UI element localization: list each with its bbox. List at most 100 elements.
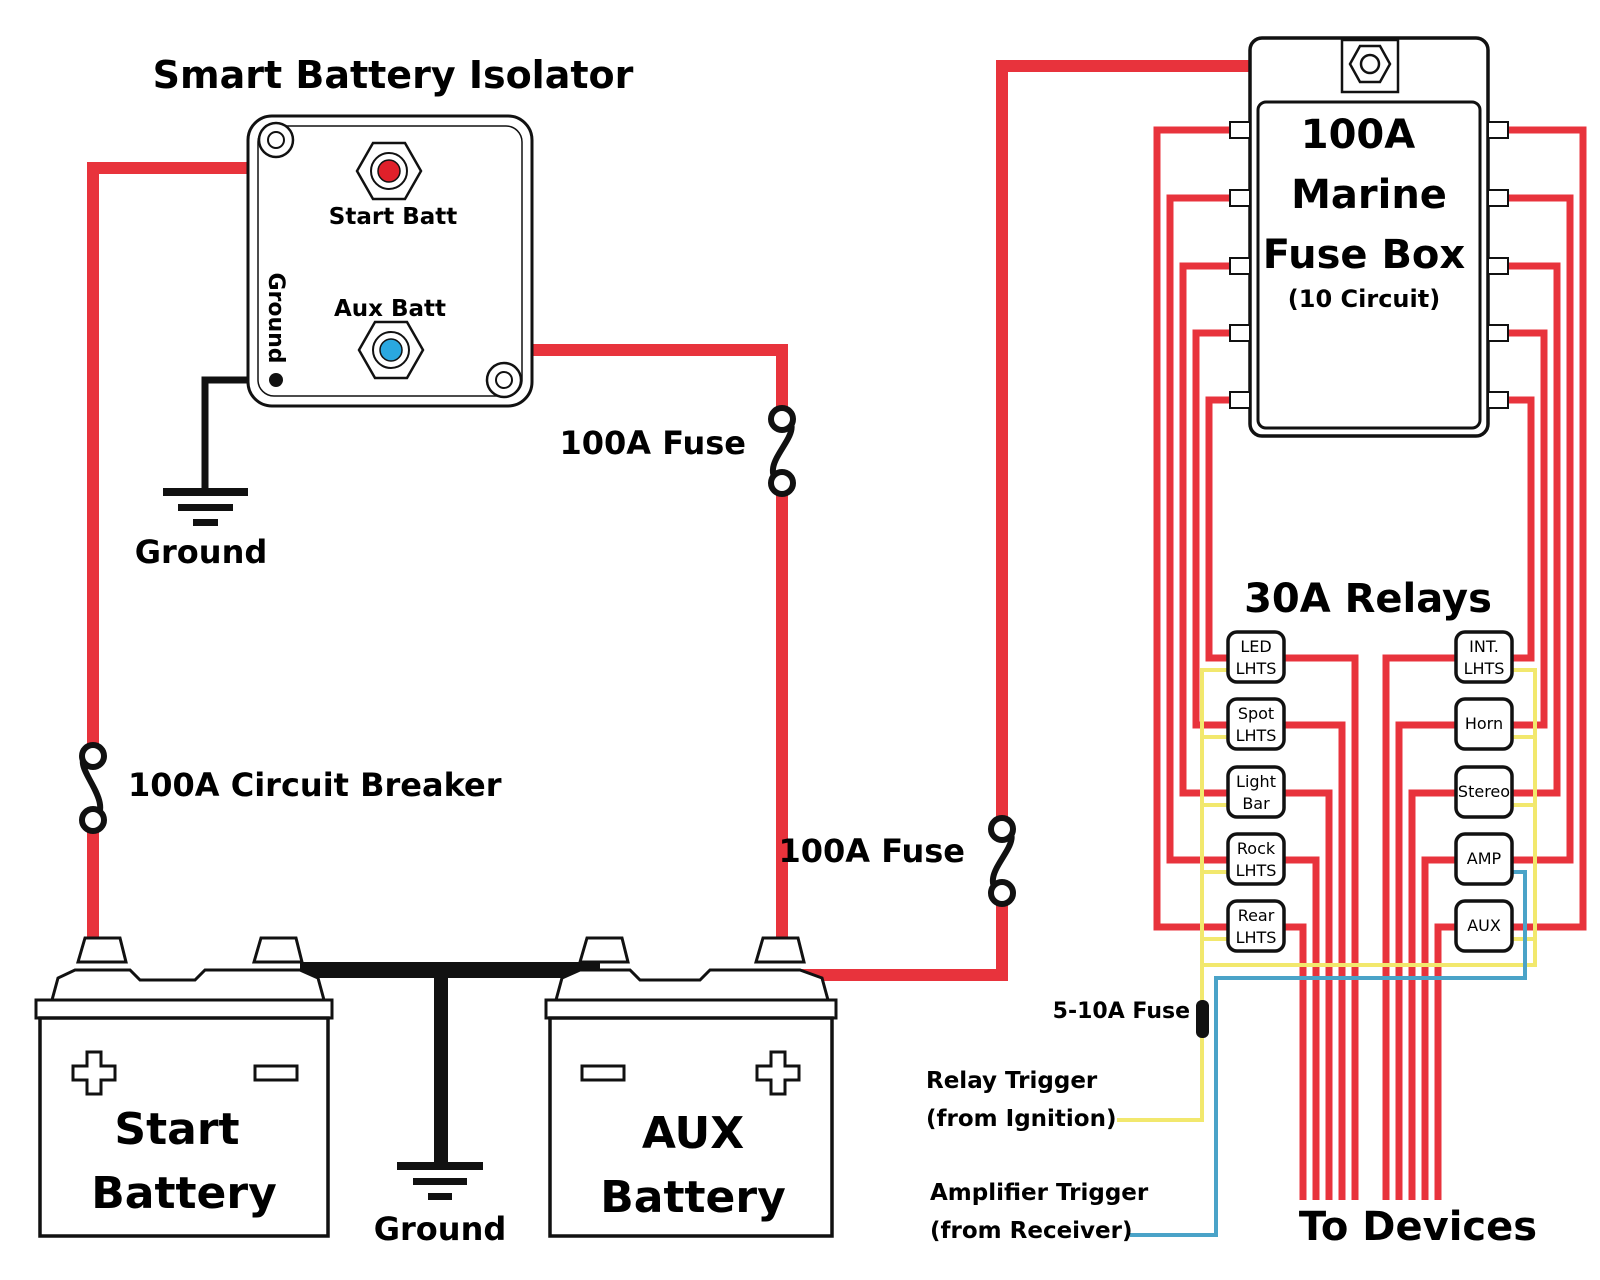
aux-battery-label-line1: AUX — [642, 1108, 744, 1159]
fusebox-wire-right-2 — [1488, 194, 1574, 864]
relay-label-line2: LHTS — [1236, 861, 1277, 880]
relay-stereo — [1454, 765, 1514, 819]
relay-label-line1: AUX — [1467, 916, 1501, 935]
relay-out-left-5 — [1282, 923, 1307, 1200]
relay-label-line2: LHTS — [1236, 928, 1277, 947]
relays-right — [1454, 630, 1514, 953]
isolator-mount-hole-bottom-right — [485, 361, 523, 399]
relay-aux — [1454, 899, 1514, 953]
aux-battery-negative-post — [578, 936, 630, 964]
relay-light-bar — [1226, 765, 1286, 819]
relay-rock-lhts — [1226, 832, 1286, 886]
aux-battery-plus-sign — [755, 1050, 801, 1096]
ignition-trigger-main-wire — [1117, 668, 1228, 1122]
marine-fuse-box — [1229, 36, 1509, 438]
relay-label-line2: LHTS — [1236, 726, 1277, 745]
trigger-fuse-symbol — [1196, 1000, 1209, 1038]
relay-out-left-1 — [1282, 654, 1359, 1200]
fusebox-wire-left-1 — [1153, 126, 1250, 931]
start-battery-positive-post — [76, 936, 128, 964]
fusebox-title-line3: Fuse Box — [1263, 232, 1466, 278]
fusebox-wire-right-4 — [1488, 329, 1548, 729]
relay-label-line1: Horn — [1465, 714, 1503, 733]
amplifier-trigger-wire — [1130, 870, 1527, 1237]
amp-trigger-label-line2: (from Receiver) — [930, 1218, 1133, 1244]
relay-out-right-5 — [1434, 923, 1456, 1200]
isolator-mount-hole-top-left — [257, 121, 295, 159]
fusebox-wire-left-3 — [1179, 262, 1250, 797]
relay-output-wires — [1282, 654, 1456, 1200]
aux-battery-to-fusebox-wire — [800, 60, 1345, 981]
isolator-ground-symbol-label: Ground — [135, 533, 268, 571]
isolator-ground-symbol — [163, 488, 248, 526]
relay-int-lhts — [1454, 630, 1514, 684]
fusebox-wire-left-2 — [1166, 194, 1250, 864]
aux-battery-positive-post — [754, 936, 806, 964]
fusebox-title-line4: (10 Circuit) — [1288, 285, 1440, 313]
battery-ground-symbol — [397, 1162, 483, 1200]
isolator-ground-label: Ground — [263, 272, 288, 363]
relay-label-line1: Light — [1236, 772, 1276, 791]
to-devices-label: To Devices — [1299, 1204, 1537, 1250]
fusebox-circuit-tab — [1487, 257, 1509, 275]
relay-out-right-2 — [1395, 721, 1456, 1200]
isolator-ground-terminal — [269, 373, 283, 387]
start-battery-negative-post — [252, 936, 304, 964]
fusebox-title-line2: Marine — [1291, 172, 1447, 218]
circuit-breaker-symbol — [79, 742, 107, 834]
relay-label-line2: Bar — [1242, 794, 1270, 813]
ignition-trigger-cross-wire — [1202, 668, 1537, 967]
fusebox-wire-right-5 — [1488, 396, 1535, 662]
start-battery-minus-sign — [253, 1064, 299, 1082]
relay-out-left-4 — [1282, 856, 1320, 1200]
relay-labels-right: INT. LHTS Horn Stereo AMP AUX — [1458, 637, 1510, 935]
relay-label-line1: Rock — [1237, 839, 1276, 858]
relay-label-line1: LED — [1240, 637, 1271, 656]
relay-rear-lhts — [1226, 899, 1286, 953]
fusebox-wire-right-1 — [1488, 126, 1587, 931]
aux-batt-label: Aux Batt — [334, 296, 446, 322]
fuse-symbol-isolator-aux — [768, 405, 796, 497]
fusebox-circuit-tab — [1229, 189, 1251, 207]
relay-horn — [1454, 697, 1514, 751]
fusebox-circuit-tab — [1487, 391, 1509, 409]
start-battery-label-line2: Battery — [91, 1168, 277, 1219]
relay-label-line2: LHTS — [1464, 659, 1505, 678]
fuse-symbol-aux-fusebox — [988, 815, 1016, 907]
relay-out-right-3 — [1408, 789, 1456, 1200]
relay-led-lhts — [1226, 630, 1286, 684]
aux-battery — [544, 936, 838, 1238]
fusebox-output-wires — [1153, 126, 1587, 931]
amp-trigger-label-line1: Amplifier Trigger — [930, 1180, 1149, 1206]
amplifier-trigger-wires — [1130, 870, 1527, 1237]
relay-label-line1: Spot — [1238, 704, 1274, 723]
relay-amp — [1454, 832, 1514, 886]
relay-out-left-2 — [1282, 721, 1346, 1200]
relay-labels-left: LED LHTS Spot LHTS Light Bar Rock LHTS R… — [1236, 637, 1277, 947]
aux-batt-terminal — [379, 338, 403, 362]
fusebox-circuit-tab — [1229, 257, 1251, 275]
fuse-label-isolator-aux: 100A Fuse — [560, 424, 747, 462]
start-batt-label: Start Batt — [329, 204, 457, 230]
fusebox-circuit-tab — [1229, 121, 1251, 139]
relay-trigger-label-line2: (from Ignition) — [926, 1106, 1116, 1132]
relays-title: 30A Relays — [1244, 576, 1492, 622]
smart-battery-isolator — [246, 114, 534, 408]
relay-spot-lhts — [1226, 697, 1286, 751]
relay-label-line1: INT. — [1469, 637, 1499, 656]
fusebox-wire-left-4 — [1192, 329, 1250, 729]
fusebox-title-line1: 100A — [1301, 112, 1415, 158]
fuse-label-aux-fusebox: 100A Fuse — [779, 832, 966, 870]
trigger-fuse-label: 5-10A Fuse — [1053, 999, 1190, 1024]
relay-trigger-label-line1: Relay Trigger — [926, 1068, 1098, 1094]
relay-label-line1: Rear — [1238, 906, 1275, 925]
fusebox-stud — [1348, 44, 1392, 84]
relays-left — [1226, 630, 1286, 953]
fusebox-circuit-tab — [1487, 121, 1509, 139]
fusebox-circuit-tab — [1487, 189, 1509, 207]
start-batt-terminal — [377, 159, 401, 183]
ignition-trigger-wires — [1117, 668, 1537, 1122]
aux-battery-minus-sign — [580, 1064, 626, 1082]
fusebox-circuit-tab — [1487, 324, 1509, 342]
